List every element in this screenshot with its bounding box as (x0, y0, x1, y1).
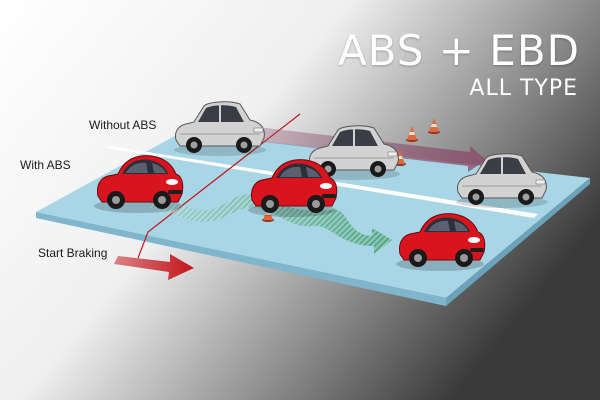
label-start-braking: Start Braking (38, 246, 108, 260)
start-braking-arrow (114, 254, 194, 280)
page-title: ABS + EBD (337, 26, 580, 75)
page-subtitle: ALL TYPE (469, 76, 578, 101)
label-without-abs: Without ABS (89, 118, 157, 132)
label-with-abs: With ABS (20, 158, 71, 172)
